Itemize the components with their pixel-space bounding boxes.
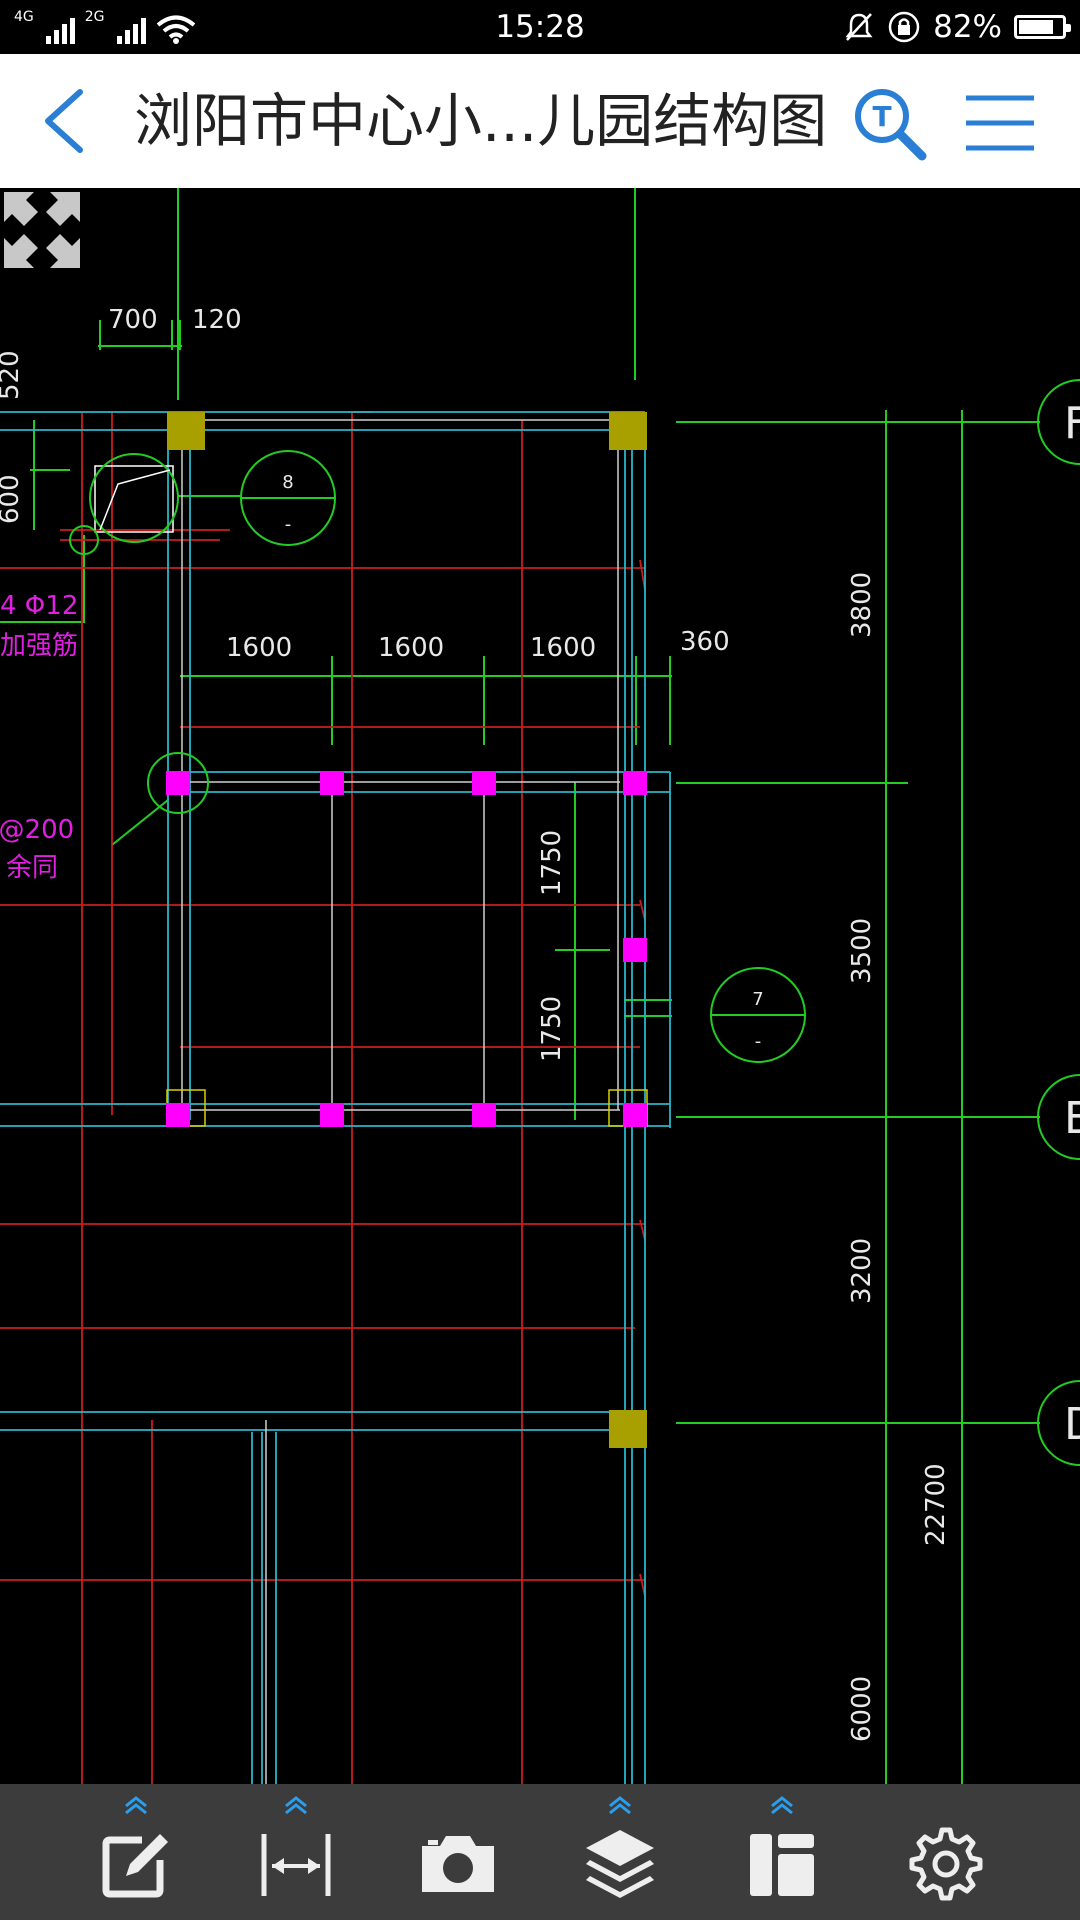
annotation-spacing: 8@200: [0, 815, 74, 845]
dim-700: 700: [108, 305, 158, 335]
columns-magenta: [166, 771, 647, 1127]
callout-8-sheet: -: [285, 514, 292, 535]
layout-tool[interactable]: [722, 1784, 842, 1920]
dim-1600-a: 1600: [226, 633, 292, 663]
chevron-up-icon[interactable]: [606, 1794, 634, 1816]
dim-600: 600: [0, 474, 25, 524]
page-title: 浏阳市中心小...儿园结构图: [134, 87, 828, 155]
signal-icon: [116, 16, 146, 44]
rotation-lock-icon: [888, 11, 920, 43]
section-callouts: [240, 450, 806, 1063]
dim-1600-c: 1600: [530, 633, 596, 663]
measure-tool[interactable]: [236, 1784, 356, 1920]
chevron-up-icon[interactable]: [768, 1794, 796, 1816]
edit-icon[interactable]: [96, 1824, 176, 1904]
cad-drawing[interactable]: 8 - 7 - F E D 700 120 1600 1600 1600 360…: [0, 188, 1080, 1784]
beams-cyan: [0, 411, 671, 1784]
grid-axis-e: E: [1064, 1093, 1080, 1144]
dimension-texts: 700 120 1600 1600 1600 360 520 600 1750 …: [0, 305, 951, 1742]
dim-3500: 3500: [847, 918, 877, 984]
layers-icon[interactable]: [580, 1824, 660, 1904]
gear-icon[interactable]: [906, 1824, 986, 1904]
dim-3800: 3800: [847, 572, 877, 638]
dim-22700: 22700: [921, 1463, 951, 1546]
camera-icon[interactable]: [418, 1824, 498, 1904]
chevron-up-icon[interactable]: [122, 1794, 150, 1816]
screenshot-tool[interactable]: [398, 1784, 518, 1920]
fullscreen-icon[interactable]: [0, 188, 84, 272]
columns-olive: [166, 412, 648, 1448]
bell-muted-icon: [845, 13, 873, 41]
drawing-canvas[interactable]: 8 - 7 - F E D 700 120 1600 1600 1600 360…: [0, 188, 1080, 1784]
bottom-toolbar: [0, 1784, 1080, 1920]
grid-axis-d: D: [1064, 1399, 1080, 1450]
chevron-up-icon[interactable]: [282, 1794, 310, 1816]
beams-white: [178, 419, 620, 1784]
status-left: 4G 2G: [14, 10, 196, 44]
clock: 15:28: [495, 9, 585, 45]
wifi-icon: [156, 15, 195, 44]
callout-7-number: 7: [752, 989, 763, 1010]
annotation-rebar: 4 Φ12: [0, 591, 78, 621]
dim-3200: 3200: [847, 1238, 877, 1304]
annotation-reinforce: 加强筋: [0, 631, 78, 661]
dimension-lines: [0, 188, 1040, 1784]
status-right: 82%: [843, 9, 1071, 45]
dim-520: 520: [0, 350, 25, 400]
network-type-2: 2G: [84, 9, 105, 25]
layers-tool[interactable]: [560, 1784, 680, 1920]
status-bar: 4G 2G 15:28 82%: [0, 0, 1080, 54]
settings-tool[interactable]: [886, 1784, 1006, 1920]
layout-icon[interactable]: [742, 1824, 822, 1904]
chevron-left-icon[interactable]: [30, 84, 100, 158]
dim-360: 360: [680, 627, 730, 657]
hamburger-menu-icon[interactable]: [960, 88, 1040, 158]
callout-8-number: 8: [282, 472, 293, 493]
annotate-tool[interactable]: [76, 1784, 196, 1920]
network-type-1: 4G: [14, 9, 34, 25]
beams-red: [0, 411, 646, 1784]
battery-icon: [1014, 15, 1071, 39]
callout-7-sheet: -: [755, 1031, 762, 1052]
grid-axis-bubbles: [1037, 379, 1080, 1466]
dim-120: 120: [192, 305, 242, 335]
svg-text:T: T: [872, 100, 891, 133]
measure-icon[interactable]: [256, 1824, 336, 1904]
grid-axis-f: F: [1064, 398, 1080, 449]
dim-6000: 6000: [847, 1676, 877, 1742]
dim-1750-a: 1750: [537, 830, 567, 896]
rebar-annotations: 4 Φ12 加强筋 8@200 余同: [0, 591, 78, 883]
app-header: 浏阳市中心小...儿园结构图 T: [0, 54, 1080, 189]
dim-1600-b: 1600: [378, 633, 444, 663]
battery-percent: 82%: [933, 9, 1002, 45]
detail-symbol: [69, 453, 209, 814]
dim-1750-b: 1750: [537, 996, 567, 1062]
signal-icon: [45, 16, 75, 44]
annotation-same: 余同: [6, 853, 58, 883]
text-search-icon[interactable]: T: [850, 84, 930, 164]
